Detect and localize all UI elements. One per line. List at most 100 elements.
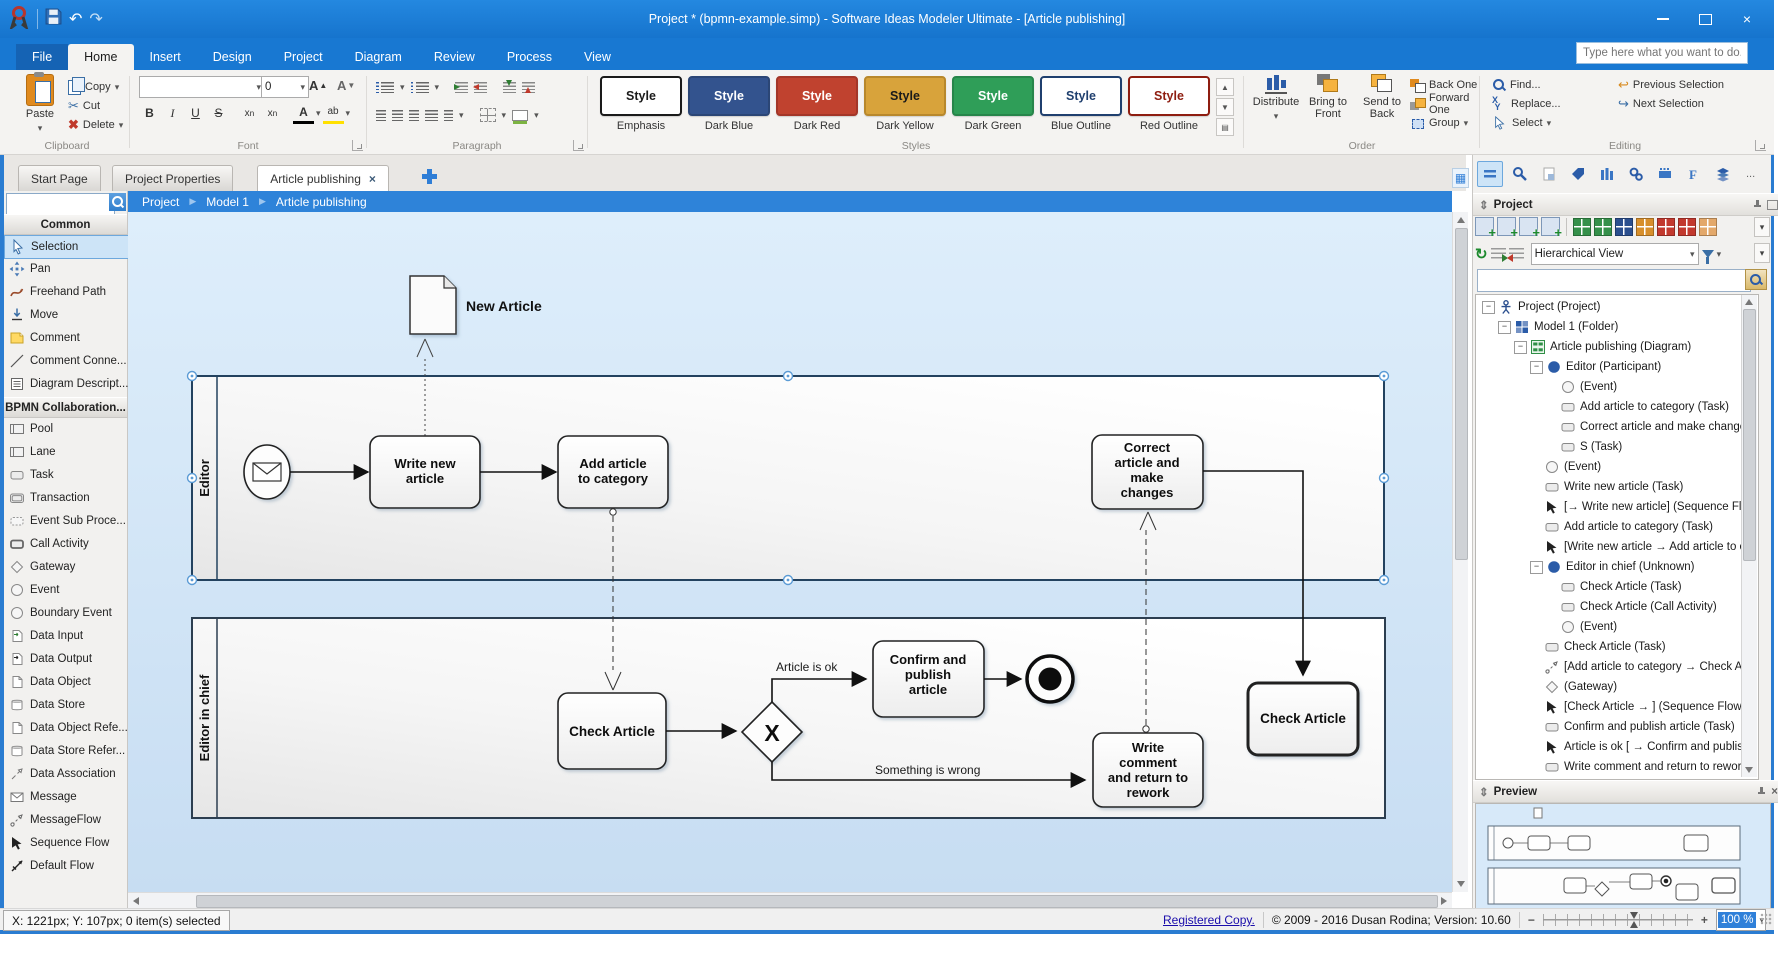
tree-item[interactable]: [→ Write new article] (Sequence Flow)	[1476, 497, 1756, 517]
group-button[interactable]: Group▾	[1410, 114, 1468, 132]
find-button[interactable]: Find...	[1492, 76, 1541, 94]
formulas-icon[interactable]: F	[1682, 162, 1706, 186]
tree-item[interactable]: Confirm and publish article (Task)	[1476, 717, 1756, 737]
diagram-canvas[interactable]: Editor Editor in chief New Article	[128, 212, 1452, 892]
highlight-button[interactable]: ab	[322, 103, 344, 124]
bullet-list-icon[interactable]	[376, 81, 394, 93]
toolbox-item-sequence-flow[interactable]: Sequence Flow	[4, 832, 132, 854]
editing-dialog-launcher[interactable]	[1755, 140, 1766, 151]
project-search-input[interactable]	[1477, 269, 1751, 292]
data-object-new-article[interactable]	[409, 275, 457, 335]
toolbox-item-diagram-descript[interactable]: Diagram Descript...	[4, 373, 132, 395]
tree-item[interactable]: (Event)	[1476, 377, 1756, 397]
diagram-type-icon-6[interactable]	[1699, 217, 1717, 236]
tree-item[interactable]: −Project (Project)	[1476, 297, 1756, 317]
font-dialog-launcher[interactable]	[352, 140, 363, 151]
bring-to-front-button[interactable]: Bring to Front	[1302, 74, 1354, 120]
canvas-hscrollbar[interactable]	[128, 892, 1452, 908]
diagram-type-icon-1[interactable]	[1594, 217, 1612, 236]
zoom-slider-thumb[interactable]	[1629, 912, 1639, 928]
font-color-button[interactable]: A	[293, 103, 314, 124]
tree-item[interactable]: [Write new article → Add article to cate…	[1476, 537, 1756, 557]
toolbar-overflow-button[interactable]: ▾	[1754, 217, 1770, 237]
generator-icon[interactable]	[1653, 162, 1677, 186]
maximize-panel-icon[interactable]	[1767, 199, 1778, 210]
project-panel-header[interactable]: ⇕Project	[1473, 193, 1778, 216]
document-tab-start-page[interactable]: Start Page	[18, 165, 101, 191]
quick-search-input[interactable]	[1576, 42, 1748, 64]
toolbox-item-gateway[interactable]: Gateway	[4, 556, 132, 578]
align-left-icon[interactable]	[376, 109, 386, 121]
toolbox-item-messageflow[interactable]: MessageFlow	[4, 809, 132, 831]
toolbox-item-move[interactable]: Move	[4, 304, 132, 326]
toolbox-item-data-object-refe[interactable]: Data Object Refe...	[4, 717, 132, 739]
toolbox-item-comment-conne[interactable]: Comment Conne...	[4, 350, 132, 372]
menu-tab-file[interactable]: File	[16, 44, 69, 70]
columns-icon[interactable]	[1595, 162, 1619, 186]
underline-button[interactable]: U	[191, 106, 200, 120]
menu-tab-view[interactable]: View	[584, 50, 611, 64]
tree-item[interactable]: −Editor in chief (Unknown)	[1476, 557, 1756, 577]
tree-item[interactable]: S (Task)	[1476, 437, 1756, 457]
menu-tab-home[interactable]: Home	[68, 44, 134, 70]
menu-tab-diagram[interactable]: Diagram	[354, 50, 402, 64]
minimize-button[interactable]	[1642, 4, 1684, 34]
toolbox-item-data-association[interactable]: Data Association	[4, 763, 132, 785]
collapse-expander-icon[interactable]: −	[1530, 560, 1543, 574]
delete-button[interactable]: ✖Delete▾	[68, 117, 124, 132]
toolbox-item-call-activity[interactable]: Call Activity	[4, 533, 132, 555]
toolbox-section-bpmn[interactable]: BPMN Collaboration...	[4, 397, 127, 418]
font-family-combo[interactable]: ▾	[139, 76, 265, 98]
toolbox-item-pan[interactable]: Pan	[4, 258, 132, 280]
collapse-expander-icon[interactable]: −	[1530, 360, 1543, 374]
toolbox-search-input[interactable]	[6, 193, 115, 215]
flow-something-wrong[interactable]	[771, 762, 1087, 788]
zoom-out-icon[interactable]: −	[1527, 913, 1535, 927]
end-event[interactable]	[1025, 654, 1075, 704]
font-size-combo[interactable]: 0▾	[261, 76, 309, 98]
canvas-panels-icon[interactable]: ▦	[1452, 168, 1469, 188]
tree-item[interactable]: Add article to category (Task)	[1476, 517, 1756, 537]
refresh-icon[interactable]: ↻	[1475, 246, 1488, 263]
diagram-type-icon-2[interactable]	[1615, 217, 1633, 236]
indent-icon[interactable]	[454, 81, 469, 93]
outdent-icon[interactable]	[473, 81, 488, 93]
registered-copy-link[interactable]: Registered Copy.	[1162, 913, 1255, 927]
undo-icon[interactable]: ↶	[69, 11, 83, 28]
zoom-in-icon[interactable]: +	[1700, 913, 1708, 927]
borders-icon[interactable]	[479, 108, 496, 122]
breadcrumb-item[interactable]: Model 1	[206, 194, 249, 209]
tree-item[interactable]: Check Article (Task)	[1476, 637, 1756, 657]
project-search-button[interactable]	[1745, 269, 1767, 290]
toolbox-item-pool[interactable]: Pool	[4, 418, 132, 440]
paste-button[interactable]: Paste▾	[14, 72, 66, 134]
flow-article-is-ok[interactable]	[771, 671, 868, 702]
toolbox-item-boundary-event[interactable]: Boundary Event	[4, 602, 132, 624]
collapse-expander-icon[interactable]: −	[1514, 340, 1527, 354]
tree-item[interactable]: −Article publishing (Diagram)	[1476, 337, 1756, 357]
redo-icon[interactable]: ↷	[89, 11, 103, 28]
tree-item[interactable]: Article is ok [ → Confirm and publish ar…	[1476, 737, 1756, 757]
toolbox-item-data-output[interactable]: Data Output	[4, 648, 132, 670]
toolbox-item-message[interactable]: Message	[4, 786, 132, 808]
view-mode-combo[interactable]: Hierarchical View▾	[1530, 243, 1699, 265]
toolbox-item-data-store-refer[interactable]: Data Store Refer...	[4, 740, 132, 762]
save-icon[interactable]	[45, 8, 62, 30]
fill-color-icon[interactable]	[512, 109, 529, 124]
diagram-type-icon-4[interactable]	[1657, 217, 1675, 236]
toolbox-item-data-object[interactable]: Data Object	[4, 671, 132, 693]
tree-item[interactable]: Check Article (Call Activity)	[1476, 597, 1756, 617]
maximize-button[interactable]	[1684, 4, 1726, 34]
tree-item[interactable]: Write new article (Task)	[1476, 477, 1756, 497]
toolbox-item-comment[interactable]: Comment	[4, 327, 132, 349]
message-flow-add-to-check[interactable]	[604, 508, 622, 691]
